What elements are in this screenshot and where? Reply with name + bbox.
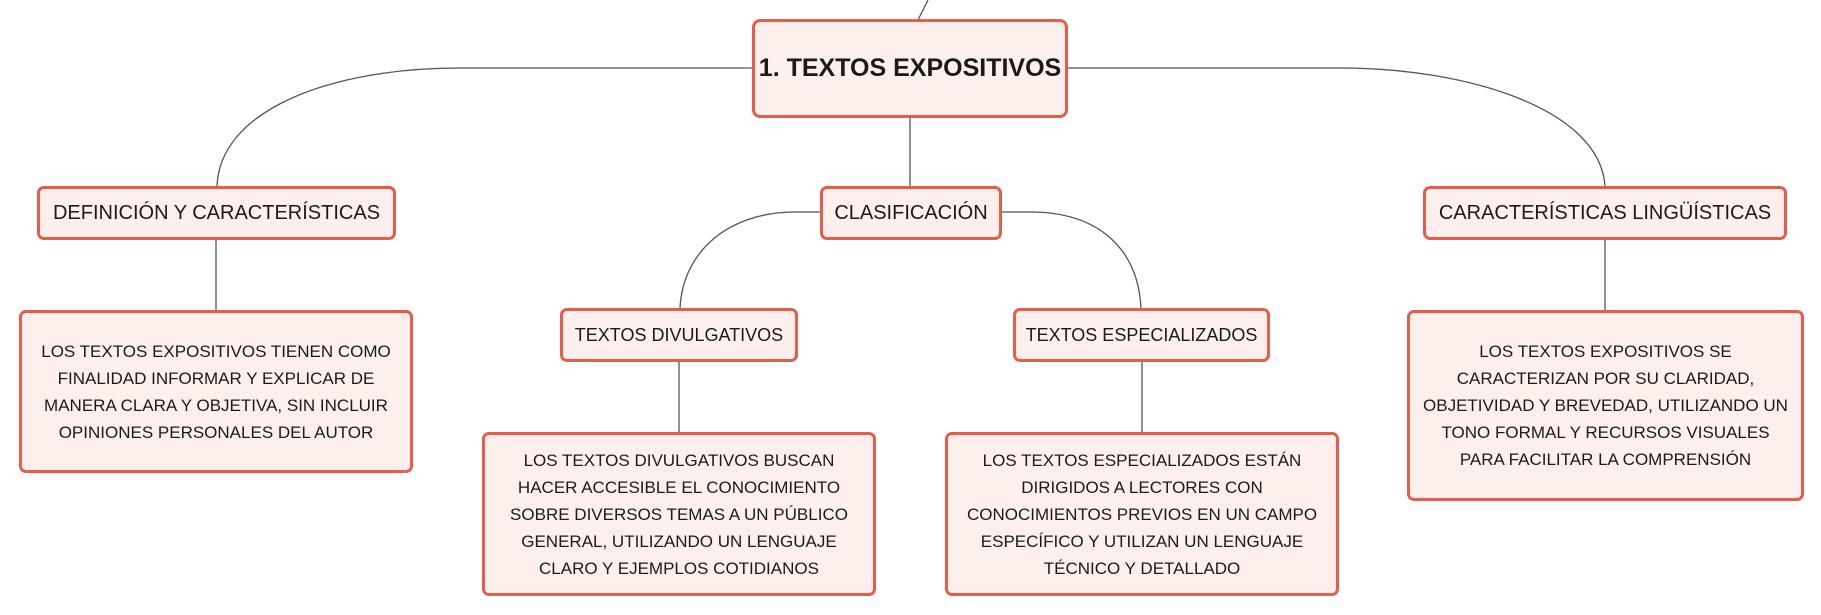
branch-definicion-label: DEFINICIÓN Y CARACTERÍSTICAS (52, 201, 381, 224)
connector-root-linguisticas (1068, 67, 1606, 187)
detail-divulgativos-text: LOS TEXTOS DIVULGATIVOS BUSCAN HACER ACC… (510, 450, 848, 578)
connector-root-incoming (917, 0, 929, 21)
branch-clasificacion-label: CLASIFICACIÓN (834, 201, 988, 224)
subbranch-divulgativos[interactable]: TEXTOS DIVULGATIVOS (560, 308, 798, 362)
detail-divulgativos[interactable]: LOS TEXTOS DIVULGATIVOS BUSCAN HACER ACC… (482, 432, 876, 596)
connector-clasificacion-especializados (1002, 211, 1142, 309)
branch-definicion[interactable]: DEFINICIÓN Y CARACTERÍSTICAS (37, 186, 396, 240)
root-node-label: 1. TEXTOS EXPOSITIVOS (758, 54, 1062, 82)
branch-linguisticas-label: CARACTERÍSTICAS LINGÜÍSTICAS (1438, 201, 1772, 224)
detail-definicion-text: LOS TEXTOS EXPOSITIVOS TIENEN COMO FINAL… (41, 341, 391, 442)
subbranch-especializados-label: TEXTOS ESPECIALIZADOS (1025, 324, 1258, 345)
branch-clasificacion[interactable]: CLASIFICACIÓN (820, 186, 1002, 240)
detail-linguisticas[interactable]: LOS TEXTOS EXPOSITIVOS SE CARACTERIZAN P… (1407, 310, 1804, 501)
subbranch-especializados[interactable]: TEXTOS ESPECIALIZADOS (1013, 308, 1270, 362)
detail-linguisticas-text: LOS TEXTOS EXPOSITIVOS SE CARACTERIZAN P… (1423, 342, 1788, 469)
detail-especializados-text: LOS TEXTOS ESPECIALIZADOS ESTÁN DIRIGIDO… (966, 450, 1318, 578)
connector-root-definicion (216, 67, 752, 187)
connector-clasificacion-divulgativos (679, 211, 820, 309)
subbranch-divulgativos-label: TEXTOS DIVULGATIVOS (574, 324, 784, 345)
detail-definicion[interactable]: LOS TEXTOS EXPOSITIVOS TIENEN COMO FINAL… (19, 310, 413, 473)
branch-linguisticas[interactable]: CARACTERÍSTICAS LINGÜÍSTICAS (1423, 186, 1787, 240)
detail-especializados[interactable]: LOS TEXTOS ESPECIALIZADOS ESTÁN DIRIGIDO… (945, 432, 1339, 596)
root-node[interactable]: 1. TEXTOS EXPOSITIVOS (752, 19, 1068, 118)
